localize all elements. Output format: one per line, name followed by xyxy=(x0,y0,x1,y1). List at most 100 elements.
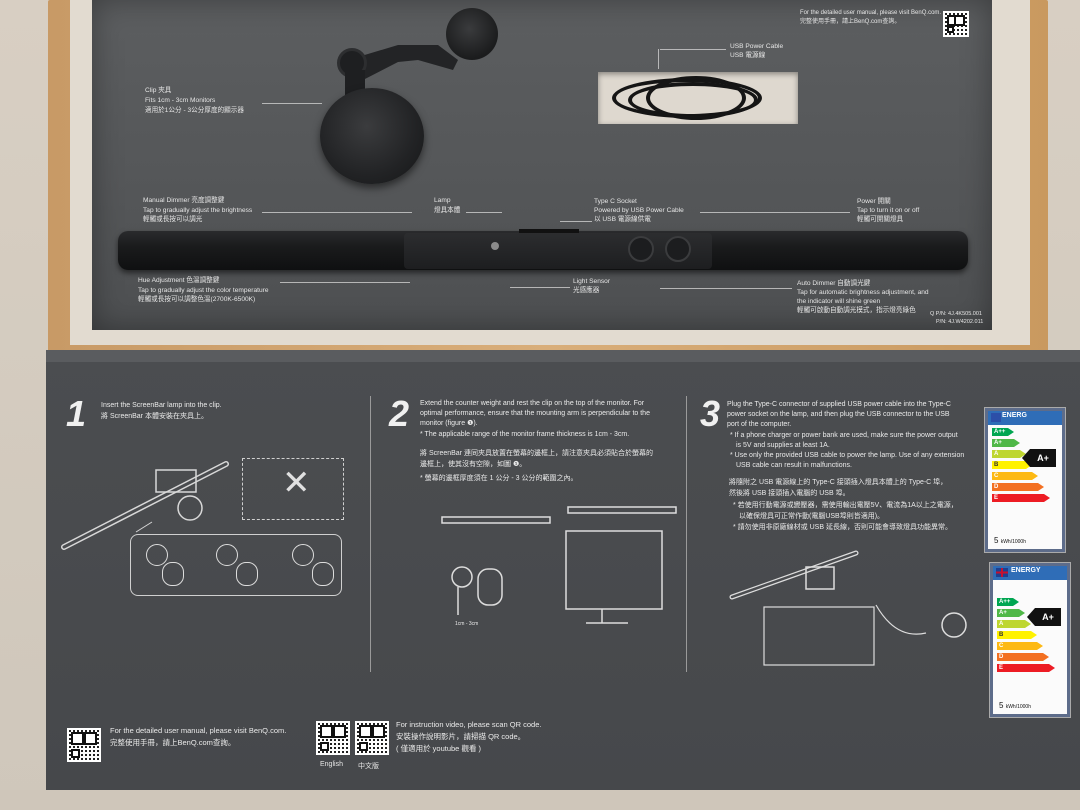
step-1-illustration xyxy=(61,461,229,550)
pn-text: P/N: 4J.W4202.011 xyxy=(936,319,984,325)
auto-dimmer-zh: 輕觸可啟動自動調光模式，指示燈亮綠色 xyxy=(797,307,916,314)
cable-pocket xyxy=(598,72,798,124)
step-3-note1-2: is 5V and supplies at least 1A. xyxy=(736,442,830,449)
light-sensor-en: Light Sensor xyxy=(573,278,611,285)
step-2-en-2: optimal performance, ensure that the mou… xyxy=(420,410,650,417)
step-3-zhnote1-2: 以確保燈具可正常作動(電腦USB埠則皆適用)。 xyxy=(739,513,885,520)
dimmer-en: Tap to gradually adjust the brightness xyxy=(143,207,253,214)
energy-label-eu-consumption: 5 kWh/1000h xyxy=(994,536,1026,545)
energy-class-app: A++ xyxy=(997,598,1019,606)
lamp-callout-line xyxy=(466,212,502,213)
step-2-zh-1: 將 ScreenBar 連同夾具放置在螢幕的邊框上，請注意夾具必須貼合於螢幕的 xyxy=(420,450,653,457)
light-sensor xyxy=(491,242,499,250)
lid-manual-en: For the detailed user manual, please vis… xyxy=(800,10,942,16)
substep-1-icon xyxy=(146,544,168,566)
video-qr-code-english[interactable] xyxy=(316,721,350,755)
step-3-en-2: power socket on the lamp, and then plug … xyxy=(727,411,950,418)
footer-manual-zh: 完整使用手冊，請上BenQ.com查詢。 xyxy=(110,738,236,747)
packaging-tray xyxy=(92,0,992,330)
energy-label-eu-header: ENERG xyxy=(988,411,1062,425)
dimmer-title: Manual Dimmer 亮度調整鍵 xyxy=(143,197,225,204)
cable-callout-line xyxy=(660,49,726,50)
energy-label-uk: ENERGY A++ A+ A B C D E A+ 5 kWh/1000h xyxy=(990,563,1070,717)
video-qr-code-chinese[interactable] xyxy=(355,721,389,755)
step-2-en-3: monitor (figure ❶). xyxy=(420,420,478,427)
step-2-note-zh: * 螢幕的邊框厚度須在 1 公分 - 3 公分的範圍之內。 xyxy=(420,475,578,482)
qpn-text: Q P/N: 4J.4K505.001 xyxy=(930,311,982,317)
clip-counter-weight xyxy=(320,88,424,184)
typec-zh: 以 USB 電源線供電 xyxy=(594,216,651,223)
step-3-en-3: port of the computer. xyxy=(727,421,792,428)
uk-flag-icon xyxy=(996,568,1008,577)
energy-rating-marker: A+ xyxy=(1027,608,1061,626)
lamp-label-zh: 燈具本體 xyxy=(434,207,461,214)
dimmer-zh: 輕觸或長按可以調光 xyxy=(143,216,203,223)
footer-video-zh-2: ( 僅適用於 youtube 觀看 ) xyxy=(396,744,482,753)
hue-en: Tap to gradually adjust the color temper… xyxy=(138,287,269,294)
power-en: Tap to turn it on or off xyxy=(857,207,920,214)
clip-fit-text: Fits 1cm - 3cm Monitors xyxy=(145,97,216,104)
step-3-note1-1: * If a phone charger or power bank are u… xyxy=(730,432,958,439)
step-1-number: 1 xyxy=(66,393,87,434)
step-2-illustration xyxy=(441,506,677,624)
substep-3-icon xyxy=(292,544,314,566)
step-1-en: Insert the ScreenBar lamp into the clip. xyxy=(101,402,222,409)
energy-class-c: C xyxy=(992,472,1038,480)
power-button[interactable] xyxy=(665,236,691,262)
eu-flag-icon xyxy=(991,413,1001,422)
energy-label-uk-header: ENERGY xyxy=(993,566,1067,580)
substep-1-weight xyxy=(162,562,184,586)
wrong-way-x-icon: ✕ xyxy=(282,464,311,502)
step-3-zhnote2: * 請勿使用非原廠線材或 USB 延長線，否則可能會導致燈具功能異常。 xyxy=(733,524,952,531)
floor-bottom xyxy=(0,790,1080,810)
energy-class-e: E xyxy=(997,664,1055,672)
step-2-note-en: * The applicable range of the monitor fr… xyxy=(420,431,630,438)
footer-video-en: For instruction video, please scan QR co… xyxy=(396,720,542,729)
divider-2-3 xyxy=(686,396,687,672)
power-title: Power 開關 xyxy=(857,198,891,205)
usb-cable-label-en: USB Power Cable xyxy=(730,43,784,50)
hue-callout-line xyxy=(280,282,410,283)
hue-zh: 輕觸或長按可以調整色溫(2700K-6500K) xyxy=(138,296,256,303)
clip-callout-line xyxy=(262,103,322,104)
typec-title: Type C Socket xyxy=(594,198,637,205)
cable-coil xyxy=(646,76,746,120)
clip-hub xyxy=(446,8,498,60)
energy-class-b: B xyxy=(997,631,1037,639)
lid-qr-code[interactable] xyxy=(943,11,969,37)
lid-manual-zh: 完整使用手冊，請上BenQ.com查詢。 xyxy=(800,19,901,25)
step-3-note2-1: * Use only the provided USB cable to pow… xyxy=(730,452,965,459)
sleeve-top-edge xyxy=(46,350,1080,362)
step-2-zh-2: 邊框上，使其沒有空隙，如圖 ❶。 xyxy=(420,461,527,468)
clip-title: Clip 夾具 xyxy=(145,87,172,94)
step-1-zh: 將 ScreenBar 本體安裝在夾具上。 xyxy=(101,413,208,420)
manual-qr-code[interactable] xyxy=(67,728,101,762)
typec-callout-line xyxy=(560,221,592,222)
auto-dimmer-en-2: the indicator will shine green xyxy=(797,298,881,305)
auto-dimmer-en-1: Tap for automatic brightness adjustment,… xyxy=(797,289,929,296)
lamp-label-en: Lamp xyxy=(434,197,451,204)
auto-dimmer-button[interactable] xyxy=(628,236,654,262)
substep-2-icon xyxy=(216,544,238,566)
qr-label-english: English xyxy=(320,761,343,768)
clip-arm-illustration xyxy=(348,45,458,80)
typec-en: Powered by USB Power Cable xyxy=(594,207,684,214)
usb-cable-label-zh: USB 電源線 xyxy=(730,52,766,59)
instruction-sleeve xyxy=(46,350,1080,796)
typec-socket xyxy=(519,229,579,233)
footer-manual-en: For the detailed user manual, please vis… xyxy=(110,726,287,735)
energy-label-eu: ENERG A++ A+ A B C D E A+ 5 kWh/1000h xyxy=(985,408,1065,552)
divider-1-2 xyxy=(370,396,371,672)
lamp-control-panel xyxy=(404,233,712,269)
clip-zh-text: 適用於1公分 - 3公分厚度的顯示器 xyxy=(145,107,244,114)
step-2-en-1: Extend the counter weight and rest the c… xyxy=(420,400,645,407)
step-3-zhnote1-1: * 若使用行動電源或變壓器，需使用輸出電壓5V、電流為1A以上之電源， xyxy=(733,502,958,509)
step-2-number: 2 xyxy=(389,393,410,434)
energy-class-a: A xyxy=(997,620,1031,628)
auto-dimmer-title: Auto Dimmer 自動調光鍵 xyxy=(797,280,871,287)
step-3-note2-2: USB cable can result in malfunctions. xyxy=(736,462,852,469)
energy-label-uk-word: ENERGY xyxy=(1011,567,1041,574)
qr-label-chinese: 中文版 xyxy=(358,763,379,770)
dimmer-callout-line xyxy=(262,212,412,213)
light-sensor-zh: 光感應器 xyxy=(573,287,600,294)
